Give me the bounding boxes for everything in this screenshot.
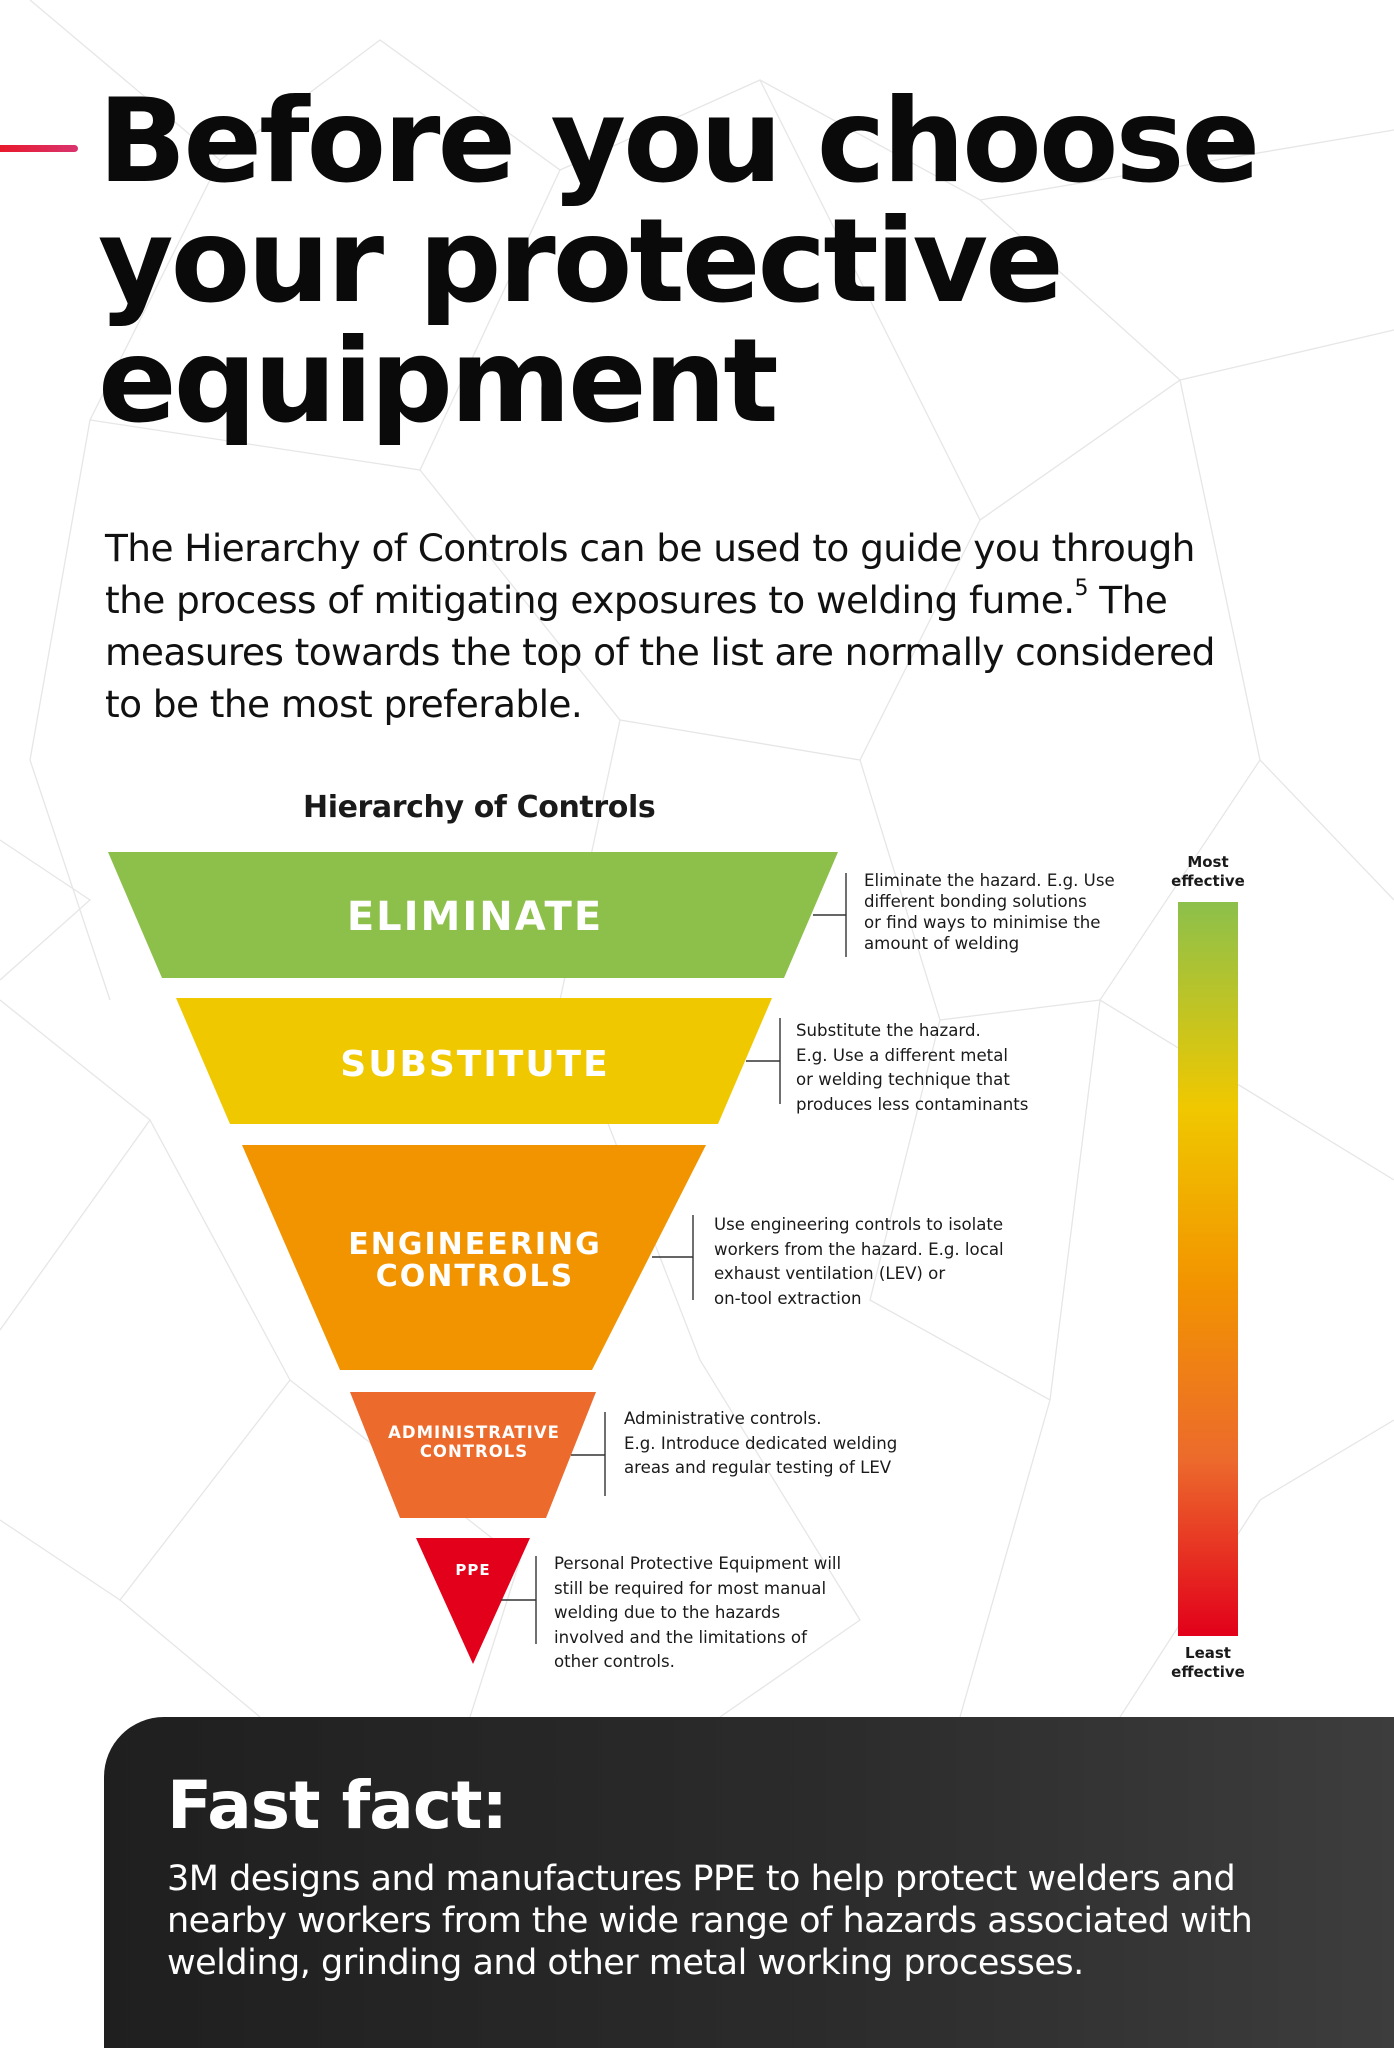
page-title: Before you choose your protective equipm… (98, 82, 1318, 442)
ppe-band (416, 1538, 530, 1664)
intro-line-1: The Hierarchy of Controls can be used to… (105, 526, 1195, 570)
least-effective-label-line: Least (1185, 1644, 1231, 1662)
ppe-label: PPE (455, 1561, 490, 1579)
least-effective-label-line: effective (1171, 1663, 1245, 1681)
fast-fact-line: nearby workers from the wide range of ha… (167, 1901, 1253, 1941)
title-line-1: Before you choose (98, 74, 1260, 209)
intro-line-2: the process of mitigating exposures to w… (105, 574, 1345, 626)
ppe-description-line: welding due to the hazards (554, 1603, 781, 1622)
engineering-description-line: exhaust ventilation (LEV) or (714, 1264, 946, 1283)
engineering-description-line: workers from the hazard. E.g. local (714, 1239, 1004, 1259)
administrative-description: Administrative controls. E.g. Introduce … (624, 1407, 897, 1481)
eliminate-description: Eliminate the hazard. E.g. Use different… (864, 870, 1115, 954)
reference-superscript: 5 (1074, 576, 1089, 601)
ppe-description-line: Personal Protective Equipment will (554, 1554, 842, 1573)
engineering-description-line: Use engineering controls to isolate (714, 1215, 1004, 1234)
administrative-bracket (571, 1412, 606, 1496)
administrative-label-line-2: CONTROLS (420, 1442, 528, 1461)
substitute-bracket (746, 1018, 781, 1104)
ppe-description-line: still be required for most manual (554, 1578, 827, 1598)
engineering-bracket (652, 1215, 694, 1300)
eliminate-label: ELIMINATE (347, 894, 603, 940)
ppe-description: Personal Protective Equipment will still… (554, 1552, 841, 1675)
intro-line-2-text: the process of mitigating exposures to w… (105, 578, 1075, 622)
engineering-description: Use engineering controls to isolate work… (714, 1213, 1004, 1311)
administrative-description-line: Administrative controls. (624, 1409, 822, 1428)
fast-fact-line: 3M designs and manufactures PPE to help … (167, 1859, 1236, 1899)
fast-fact-text: 3M designs and manufactures PPE to help … (167, 1858, 1367, 1984)
title-line-2: your protective (98, 194, 1064, 329)
substitute-description-line: or welding technique that (796, 1070, 1010, 1089)
most-effective-label: Most effective (1148, 853, 1268, 891)
intro-paragraph: The Hierarchy of Controls can be used to… (105, 522, 1345, 730)
substitute-description-line: produces less contaminants (796, 1094, 1029, 1114)
substitute-description: Substitute the hazard. E.g. Use a differ… (796, 1019, 1028, 1117)
intro-line-3: measures towards the top of the list are… (105, 630, 1215, 674)
intro-line-2-tail: The (1087, 578, 1168, 622)
eliminate-band (108, 852, 838, 978)
substitute-description-line: E.g. Use a different metal (796, 1045, 1008, 1065)
substitute-description-line: Substitute the hazard. (796, 1021, 981, 1040)
engineering-description-line: on-tool extraction (714, 1288, 862, 1308)
most-effective-label-line: effective (1171, 872, 1245, 890)
engineering-label-line-2: CONTROLS (376, 1259, 574, 1294)
ppe-bracket (501, 1556, 537, 1644)
administrative-label-line-1: ADMINISTRATIVE (388, 1423, 560, 1442)
eliminate-description-line: or find ways to minimise the (864, 913, 1101, 932)
effectiveness-gradient-bar (1178, 902, 1238, 1636)
substitute-band (176, 998, 772, 1124)
most-effective-label-line: Most (1187, 853, 1229, 871)
hierarchy-title: Hierarchy of Controls (303, 790, 656, 825)
eliminate-description-line: Eliminate the hazard. E.g. Use (864, 871, 1115, 890)
administrative-description-line: E.g. Introduce dedicated welding (624, 1433, 898, 1453)
eliminate-description-line: amount of welding (864, 934, 1020, 953)
administrative-band (350, 1392, 596, 1518)
eliminate-bracket (813, 873, 847, 957)
ppe-description-line: other controls. (554, 1652, 675, 1671)
administrative-description-line: areas and regular testing of LEV (624, 1458, 892, 1477)
engineering-band (242, 1145, 706, 1370)
title-line-3: equipment (98, 314, 779, 449)
fast-fact-line: welding, grinding and other metal workin… (167, 1943, 1084, 1983)
fast-fact-panel (104, 1717, 1394, 2048)
intro-line-4: to be the most preferable. (105, 682, 583, 726)
ppe-description-line: involved and the limitations of (554, 1627, 807, 1647)
eliminate-description-line: different bonding solutions (864, 892, 1087, 911)
fast-fact-title: Fast fact: (167, 1767, 508, 1844)
accent-bar (0, 145, 78, 152)
least-effective-label: Least effective (1148, 1644, 1268, 1682)
substitute-label: SUBSTITUTE (340, 1044, 609, 1085)
engineering-label-line-1: ENGINEERING (348, 1227, 601, 1262)
